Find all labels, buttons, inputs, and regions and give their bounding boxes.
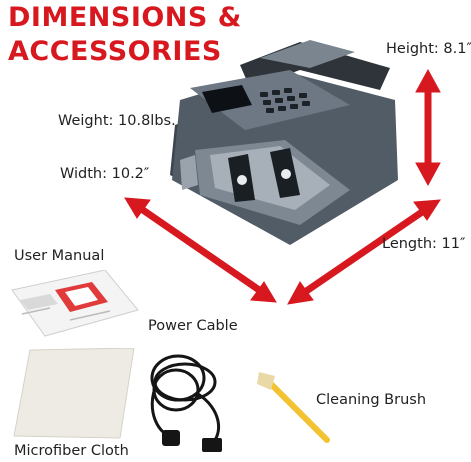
power-cable-image	[150, 354, 222, 452]
power-cable-label: Power Cable	[148, 318, 238, 334]
keypad	[260, 88, 310, 113]
cleaning-brush-image	[257, 372, 330, 443]
heading-line-2: ACCESSORIES	[8, 36, 222, 67]
cleaning-brush-label: Cleaning Brush	[316, 392, 427, 408]
microfiber-cloth-image	[13, 348, 135, 439]
length-label: Length: 11″	[382, 236, 466, 252]
width-label: Width: 10.2″	[60, 166, 150, 182]
user-manual-label: User Manual	[14, 248, 105, 264]
bill-counter-image	[170, 40, 398, 245]
weight-label: Weight: 10.8lbs.	[58, 113, 176, 129]
height-label: Height: 8.1″	[386, 41, 471, 57]
microfiber-cloth-label: Microfiber Cloth	[14, 443, 129, 459]
heading-line-1: DIMENSIONS &	[8, 2, 242, 33]
user-manual-image	[11, 270, 139, 337]
